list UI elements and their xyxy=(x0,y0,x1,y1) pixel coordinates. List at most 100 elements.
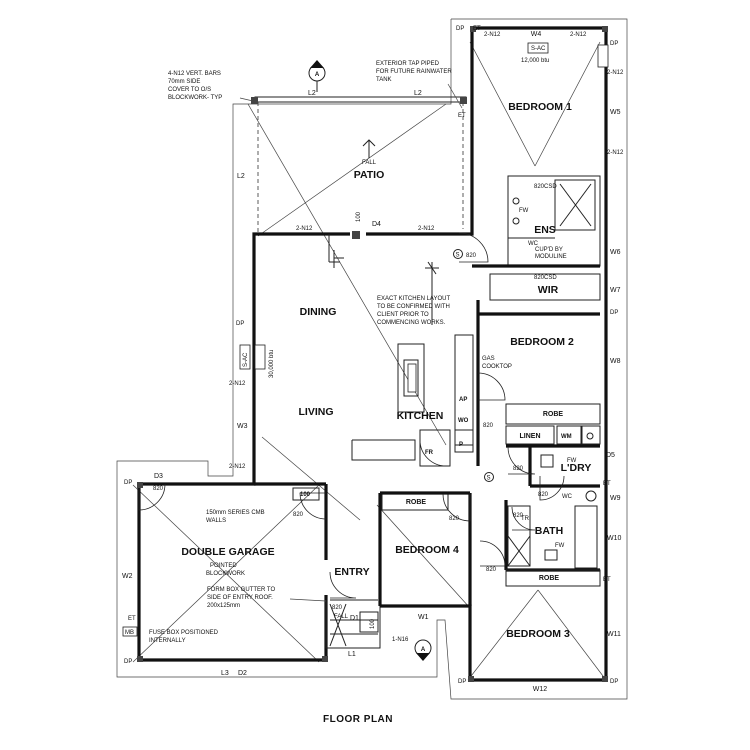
room-bedroom-4: BEDROOM 4 xyxy=(395,544,459,556)
svg-text:DP: DP xyxy=(124,659,132,665)
note-box-gutter: FORM BOX GUTTER TO SIDE OF ENTRY ROOF. 2… xyxy=(207,587,327,609)
svg-text:200x125mm: 200x125mm xyxy=(207,603,240,609)
note-fuse-box: FUSE BOX POSITIONED INTERNALLY xyxy=(149,630,219,644)
svg-text:D4: D4 xyxy=(372,221,381,228)
svg-text:820: 820 xyxy=(449,516,460,522)
section-marker-bottom: A xyxy=(414,639,432,661)
svg-text:AP: AP xyxy=(459,397,467,403)
svg-text:820: 820 xyxy=(486,567,497,573)
svg-text:DP: DP xyxy=(610,679,618,685)
svg-text:S-AC: S-AC xyxy=(243,352,249,367)
svg-text:EXACT KITCHEN LAYOUT: EXACT KITCHEN LAYOUT xyxy=(377,296,450,302)
svg-text:1-N16: 1-N16 xyxy=(392,637,409,643)
svg-text:820: 820 xyxy=(332,605,343,611)
svg-text:DP: DP xyxy=(610,41,618,47)
svg-text:P: P xyxy=(459,442,463,448)
room-laundry: L'DRY xyxy=(561,462,592,474)
svg-text:TO BE CONFIRMED WITH: TO BE CONFIRMED WITH xyxy=(377,304,450,310)
svg-text:FALL: FALL xyxy=(362,160,377,166)
svg-text:POINTED: POINTED xyxy=(210,563,237,569)
room-patio: PATIO xyxy=(354,169,385,181)
svg-text:A: A xyxy=(421,647,426,653)
svg-text:FW: FW xyxy=(567,458,577,464)
note-gas-cooktop: GAS COOKTOP xyxy=(482,356,512,370)
svg-text:S: S xyxy=(487,476,491,482)
room-bedroom-1: BEDROOM 1 xyxy=(508,101,572,113)
svg-text:ET: ET xyxy=(603,481,611,487)
svg-text:W9: W9 xyxy=(610,495,621,502)
room-robe-bath: ROBE xyxy=(539,575,560,582)
svg-text:2-N12: 2-N12 xyxy=(484,32,501,38)
svg-text:FOR FUTURE RAINWATER: FOR FUTURE RAINWATER xyxy=(376,69,452,75)
fall-arrow-entry: FALL xyxy=(334,614,349,620)
note-exterior-tap: EXTERIOR TAP PIPED FOR FUTURE RAINWATER … xyxy=(376,61,463,109)
svg-text:A: A xyxy=(315,72,320,78)
svg-text:L1: L1 xyxy=(348,651,356,658)
fall-arrow: FALL xyxy=(362,139,377,166)
svg-text:WO: WO xyxy=(458,418,469,424)
svg-text:D3: D3 xyxy=(154,473,163,480)
svg-text:FUSE BOX POSITIONED: FUSE BOX POSITIONED xyxy=(149,630,219,636)
svg-text:WALLS: WALLS xyxy=(206,518,226,524)
svg-text:ET: ET xyxy=(603,577,611,583)
svg-text:2-N12: 2-N12 xyxy=(229,381,246,387)
svg-text:W1: W1 xyxy=(418,614,429,621)
svg-text:4-N12 VERT. BARS: 4-N12 VERT. BARS xyxy=(168,71,221,77)
svg-text:W2: W2 xyxy=(122,573,133,580)
svg-text:70mm SIDE: 70mm SIDE xyxy=(168,79,200,85)
plan-title: FLOOR PLAN xyxy=(323,714,393,725)
svg-text:W7: W7 xyxy=(610,287,621,294)
room-dining: DINING xyxy=(300,306,337,318)
room-living: LIVING xyxy=(298,406,333,418)
svg-text:2-N12: 2-N12 xyxy=(607,70,624,76)
svg-text:W4: W4 xyxy=(531,31,542,38)
svg-text:820: 820 xyxy=(513,513,524,519)
svg-text:BLOCKWORK: BLOCKWORK xyxy=(206,571,245,577)
svg-text:820: 820 xyxy=(513,466,524,472)
svg-text:D2: D2 xyxy=(238,670,247,677)
svg-text:GAS: GAS xyxy=(482,356,495,362)
svg-text:SIDE OF ENTRY ROOF.: SIDE OF ENTRY ROOF. xyxy=(207,595,273,601)
room-kitchen: KITCHEN xyxy=(397,410,444,422)
room-double-garage: DOUBLE GARAGE xyxy=(181,546,274,558)
svg-text:W8: W8 xyxy=(610,358,621,365)
svg-text:DP: DP xyxy=(236,321,244,327)
svg-text:D5: D5 xyxy=(606,452,615,459)
internal-walls xyxy=(292,175,601,633)
svg-text:DP: DP xyxy=(610,310,618,316)
svg-text:FORM BOX GUTTER TO: FORM BOX GUTTER TO xyxy=(207,587,275,593)
svg-text:CUP'D BY: CUP'D BY xyxy=(535,247,563,253)
svg-text:2-N12: 2-N12 xyxy=(418,226,435,232)
room-bedroom-3: BEDROOM 3 xyxy=(506,628,570,640)
svg-text:W3: W3 xyxy=(237,423,248,430)
svg-text:MODULINE: MODULINE xyxy=(535,254,567,260)
svg-text:820CSD: 820CSD xyxy=(534,184,557,190)
svg-text:TANK: TANK xyxy=(376,77,392,83)
svg-text:COOKTOP: COOKTOP xyxy=(482,364,512,370)
svg-text:DP: DP xyxy=(458,679,466,685)
room-bedroom-2: BEDROOM 2 xyxy=(510,336,574,348)
construction-notes: 4-N12 VERT. BARS 70mm SIDE COVER TO O/S … xyxy=(149,61,567,644)
svg-text:L2: L2 xyxy=(237,173,245,180)
svg-text:ET: ET xyxy=(128,616,136,622)
note-cupd: CUP'D BY MODULINE xyxy=(535,247,567,260)
svg-text:2-N12: 2-N12 xyxy=(229,464,246,470)
svg-text:100: 100 xyxy=(300,492,311,498)
svg-text:FR: FR xyxy=(425,450,434,456)
svg-text:L2: L2 xyxy=(414,90,422,97)
svg-text:ET: ET xyxy=(458,113,466,119)
note-series-walls: 150mm SERIES CMB WALLS xyxy=(206,510,265,524)
roof-outline xyxy=(116,18,628,700)
room-wir: WIR xyxy=(538,284,559,296)
svg-text:WC: WC xyxy=(562,494,573,500)
door-swings xyxy=(138,232,565,599)
svg-text:30,000 btu: 30,000 btu xyxy=(269,350,275,378)
svg-text:S-AC: S-AC xyxy=(531,46,546,52)
svg-text:INTERNALLY: INTERNALLY xyxy=(149,638,186,644)
external-walls xyxy=(137,26,608,682)
svg-text:L2: L2 xyxy=(308,90,316,97)
svg-text:W10: W10 xyxy=(607,535,622,542)
room-robe-b2: ROBE xyxy=(543,411,564,418)
svg-text:W11: W11 xyxy=(607,631,621,638)
section-marker-top: A xyxy=(308,60,326,92)
